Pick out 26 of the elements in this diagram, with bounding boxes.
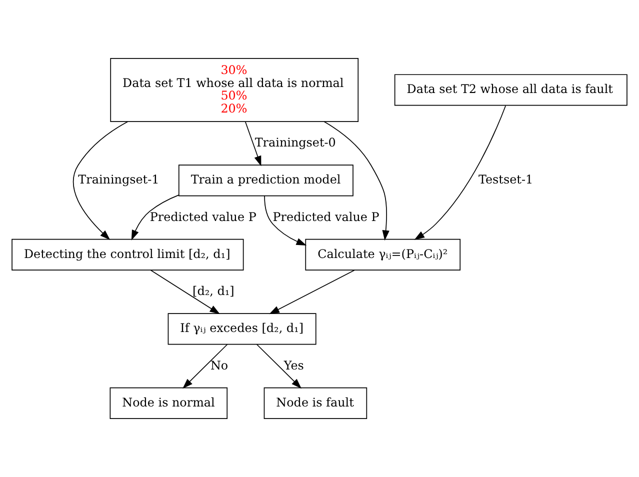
edge-label: Predicted value P xyxy=(272,210,380,224)
arrow xyxy=(324,121,390,241)
arrow xyxy=(264,196,307,246)
edge-label: [d₂, d₁] xyxy=(192,284,234,298)
arrow xyxy=(414,105,506,240)
arrow xyxy=(244,121,262,166)
arrow xyxy=(182,344,228,389)
edge-label: Predicted value P xyxy=(150,210,256,224)
arrow xyxy=(256,344,302,389)
edge-label: Yes xyxy=(284,358,304,372)
edge-label: No xyxy=(210,358,228,372)
node-box: Node is fault xyxy=(264,387,368,420)
arrow xyxy=(131,194,180,240)
node-box: Calculate γᵢⱼ=(Pᵢⱼ-Cᵢⱼ)² xyxy=(305,238,461,270)
arrow xyxy=(150,270,220,314)
edge-label: Testset-1 xyxy=(478,172,534,187)
arrow xyxy=(72,121,128,240)
edge-label: Trainingset-1 xyxy=(78,172,160,187)
node-box: Detecting the control limit [d₂, d₁] xyxy=(12,238,244,270)
node-box: Data set T2 whose all data is fault xyxy=(394,74,628,106)
node-box: Node is normal xyxy=(110,387,228,420)
node-box: 30% Data set T1 whose all data is normal 50% 20% xyxy=(110,58,359,122)
node-box: If γᵢⱼ excedes [d₂, d₁] xyxy=(168,313,316,345)
arrow xyxy=(269,270,355,314)
node-box: Train a prediction model xyxy=(178,164,354,196)
edge-label: Trainingset-0 xyxy=(254,135,336,150)
